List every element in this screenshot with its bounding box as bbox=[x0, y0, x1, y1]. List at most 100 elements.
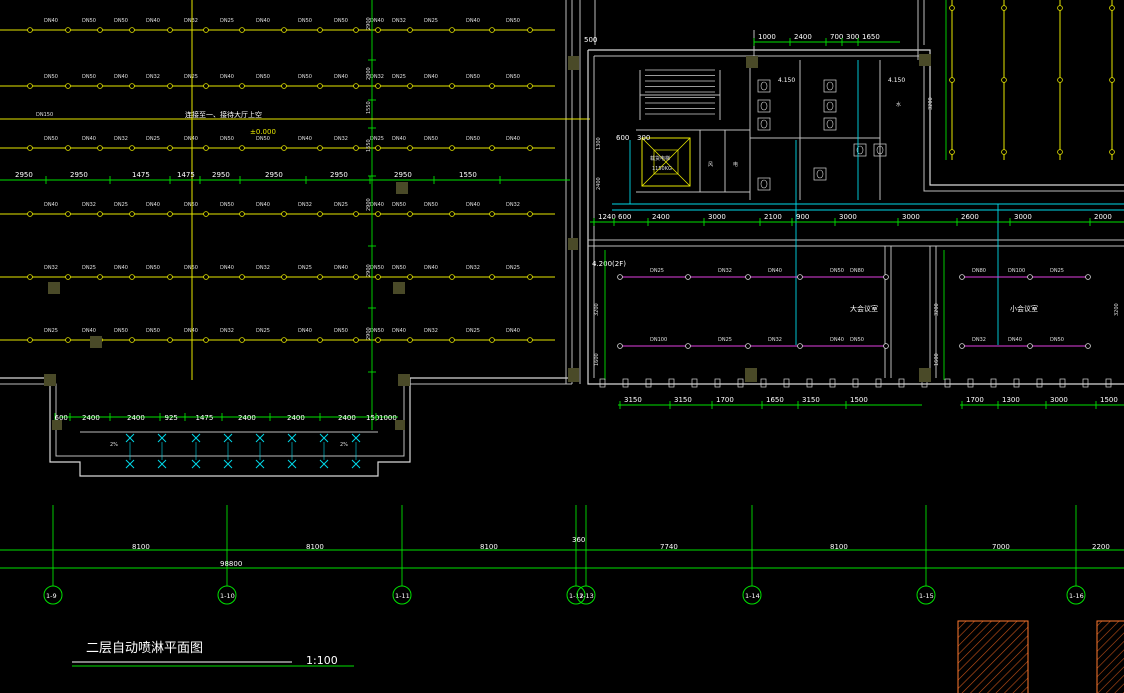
axis-bubble bbox=[217, 585, 237, 605]
pipe-size-label: DN32 bbox=[220, 328, 234, 334]
column bbox=[52, 420, 62, 430]
dim-value: 600 bbox=[618, 213, 631, 221]
pipe-size-label: DN50 bbox=[424, 136, 438, 142]
pipe-size-label: DN50 bbox=[82, 74, 96, 80]
dim-value: 2400 bbox=[127, 414, 145, 422]
column bbox=[393, 282, 405, 294]
dim-value: 2000 bbox=[1094, 213, 1112, 221]
toilet-partitions bbox=[749, 60, 881, 200]
window-mark bbox=[1013, 378, 1020, 388]
pipe-size-label: DN50 bbox=[184, 265, 198, 271]
pipe-size-label: DN50 bbox=[256, 74, 270, 80]
far-right-pipes bbox=[949, 0, 1115, 160]
elevation-label: ±0.000 bbox=[250, 128, 276, 136]
dim-value: 600 bbox=[55, 414, 68, 422]
pipe-size-label: DN25 bbox=[298, 265, 312, 271]
pipe-size-label: DN50 bbox=[334, 18, 348, 24]
pipe-size-label: DN40 bbox=[768, 268, 782, 274]
pipe-size-label: DN25 bbox=[424, 18, 438, 24]
sprinkler-head bbox=[65, 83, 71, 89]
axis-bubble-label: 1-14 bbox=[745, 592, 760, 600]
sprinkler-head bbox=[407, 27, 413, 33]
pipe-size-label: DN50 bbox=[392, 202, 406, 208]
sprinkler-head bbox=[883, 274, 889, 280]
pipe-size-label: DN50 bbox=[220, 136, 234, 142]
sprinkler-head bbox=[203, 211, 209, 217]
hatched-blocks bbox=[957, 620, 1124, 693]
pipe-size-label: DN40 bbox=[44, 18, 58, 24]
dim-value: 2100 bbox=[764, 213, 782, 221]
room-label-small-meeting: 小会议室 bbox=[1010, 304, 1038, 313]
drawing-scale: 1:100 bbox=[306, 654, 338, 667]
pipe-size-label: DN50 bbox=[1050, 337, 1064, 343]
sprinkler-head bbox=[97, 145, 103, 151]
dim-value: 3200 bbox=[934, 303, 940, 316]
pipe-size-label: DN40 bbox=[506, 328, 520, 334]
dim-value: 2900 bbox=[366, 17, 372, 30]
pipe-size-label: DN40 bbox=[334, 265, 348, 271]
dim-value: 900 bbox=[796, 213, 809, 221]
dim-value: 3200 bbox=[1114, 303, 1120, 316]
pipe-size-label: DN32 bbox=[972, 337, 986, 343]
sprinkler-head bbox=[65, 274, 71, 280]
sprinkler-head bbox=[1027, 274, 1033, 280]
corridor-wall bbox=[588, 239, 1124, 247]
sprinkler-head bbox=[27, 337, 33, 343]
pipe-size-label: DN40 bbox=[424, 74, 438, 80]
toilet-fixture bbox=[813, 167, 827, 181]
dim-value: 1550 bbox=[366, 101, 372, 114]
dim-value: 1650 bbox=[766, 396, 784, 404]
sprinkler-head bbox=[353, 83, 359, 89]
axis-bubble bbox=[1066, 585, 1086, 605]
sprinkler-head bbox=[1027, 343, 1033, 349]
pipe-size-label: DN25 bbox=[220, 18, 234, 24]
sprinkler-head bbox=[97, 83, 103, 89]
sprinkler-head bbox=[281, 274, 287, 280]
sprinkler-head bbox=[407, 145, 413, 151]
pipe-size-label: DN40 bbox=[256, 18, 270, 24]
dim-value: 1240 bbox=[598, 213, 616, 221]
pipe-size-label: DN32 bbox=[334, 136, 348, 142]
sprinkler-head bbox=[167, 211, 173, 217]
sprinkler-head bbox=[375, 27, 381, 33]
sprinkler-head bbox=[317, 145, 323, 151]
sprinkler-head bbox=[27, 27, 33, 33]
toilet-fixture bbox=[757, 99, 771, 113]
dim-value: 300 bbox=[846, 33, 859, 41]
dim-value: 500 bbox=[584, 36, 597, 44]
dim-value: 2900 bbox=[366, 67, 372, 80]
pipe-size-label: DN40 bbox=[830, 337, 844, 343]
axis-span-value: 2200 bbox=[1092, 543, 1110, 551]
sprinkler-cross bbox=[255, 459, 265, 469]
dim-value: 3200 bbox=[594, 303, 600, 316]
sprinkler-head bbox=[129, 83, 135, 89]
dim-value: 1550 bbox=[366, 139, 372, 152]
pipe-size-label: DN25 bbox=[506, 265, 520, 271]
axis-bubble bbox=[566, 585, 586, 605]
sprinkler-head bbox=[407, 83, 413, 89]
sprinkler-head bbox=[239, 337, 245, 343]
dim-value: 2950 bbox=[330, 171, 348, 179]
pipe-size-label: DN40 bbox=[220, 265, 234, 271]
pipe-size-label: DN25 bbox=[82, 265, 96, 271]
toilet-bowl bbox=[826, 101, 834, 111]
sprinkler-head bbox=[281, 27, 287, 33]
service-rooms bbox=[636, 129, 750, 193]
toilet-bowl bbox=[760, 179, 768, 189]
toilet-fixture bbox=[823, 99, 837, 113]
sprinkler-head bbox=[97, 27, 103, 33]
sprinkler-head bbox=[527, 83, 533, 89]
dim-value: 1000 bbox=[379, 414, 397, 422]
sprinkler-head bbox=[407, 337, 413, 343]
pipe-size-label: DN32 bbox=[184, 18, 198, 24]
dim-value: 1650 bbox=[862, 33, 880, 41]
sprinkler-head bbox=[97, 211, 103, 217]
toilet-bowl bbox=[826, 81, 834, 91]
sprinkler-cross bbox=[351, 459, 361, 469]
sprinkler-head bbox=[239, 83, 245, 89]
pipe-size-label: DN40 bbox=[146, 202, 160, 208]
drawing-title: 二层自动喷淋平面图 bbox=[86, 641, 203, 656]
pipe-size-label: DN50 bbox=[114, 18, 128, 24]
axis-span-value: 8100 bbox=[306, 543, 324, 551]
